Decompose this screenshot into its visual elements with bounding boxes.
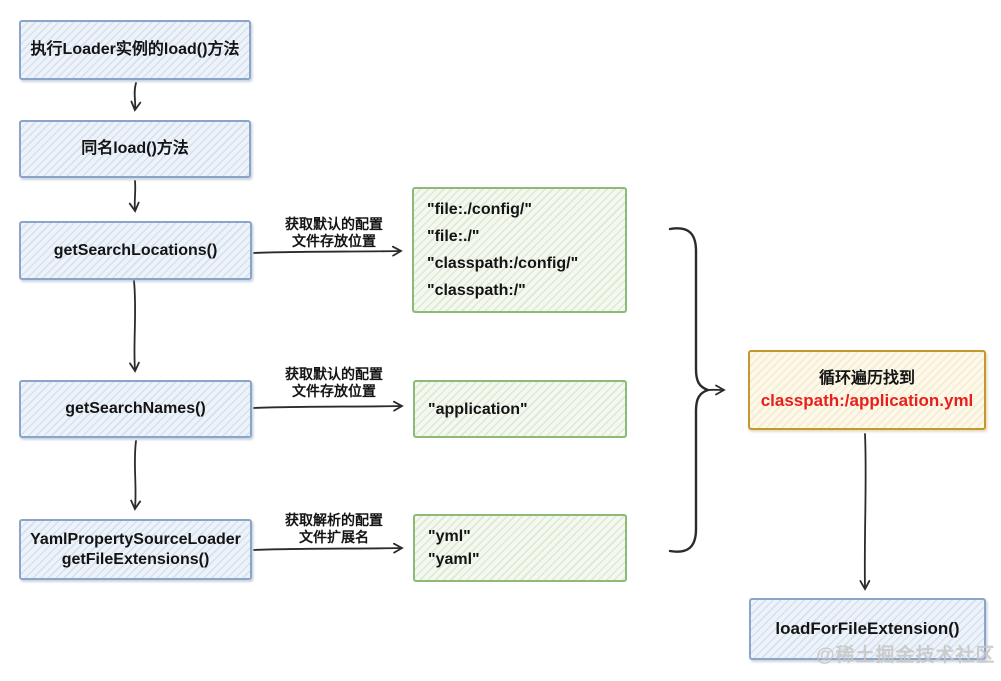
edge-label-extensions-line1: 获取解析的配置 [285, 512, 383, 528]
edge-label-locations: 获取默认的配置 文件存放位置 [262, 216, 406, 250]
location-value: "file:./" [427, 228, 480, 245]
node-load-for-file-extension: loadForFileExtension() [749, 598, 986, 660]
edge-label-extensions-line2: 文件扩展名 [299, 529, 369, 545]
node-load-for-file-extension-label: loadForFileExtension() [775, 619, 960, 638]
edge-label-names: 获取默认的配置 文件存放位置 [262, 366, 406, 400]
node-loop-found: 循环遍历找到 classpath:/application.yml [748, 350, 986, 430]
node-same-name-load: 同名load()方法 [19, 120, 251, 178]
edge-label-names-line1: 获取默认的配置 [285, 366, 383, 382]
edge-label-names-line2: 文件存放位置 [292, 383, 376, 399]
arrow-names-to-result [253, 400, 404, 412]
result-box-extensions: "yml" "yaml" [413, 514, 627, 582]
extension-value: "yml" [428, 528, 471, 545]
node-exec-load-label: 执行Loader实例的load()方法 [30, 41, 240, 58]
arrow-locations-to-names [129, 280, 140, 373]
arrow-extensions-to-result [253, 542, 404, 554]
node-yaml-property-source-loader: YamlPropertySourceLoader getFileExtensio… [19, 519, 252, 580]
node-yaml-loader-line2: getFileExtensions() [61, 550, 210, 568]
name-value: "application" [428, 400, 528, 418]
node-same-name-load-label: 同名load()方法 [81, 140, 189, 157]
arrow-names-to-yamlloader [130, 440, 142, 511]
node-yaml-loader-line1: YamlPropertySourceLoader [30, 530, 241, 548]
result-box-locations: "file:./config/" "file:./" "classpath:/c… [412, 187, 627, 313]
result-box-names: "application" [413, 380, 627, 438]
node-get-search-names-label: getSearchNames() [65, 400, 206, 417]
edge-label-locations-line1: 获取默认的配置 [285, 216, 383, 232]
extension-value: "yaml" [428, 551, 480, 568]
arrow-samename-to-locations [128, 180, 140, 213]
edge-label-extensions: 获取解析的配置 文件扩展名 [262, 512, 406, 546]
node-get-search-locations-label: getSearchLocations() [53, 241, 218, 259]
loop-found-path: classpath:/application.yml [760, 391, 974, 410]
node-exec-load-method: 执行Loader实例的load()方法 [19, 20, 251, 80]
location-value: "file:./config/" [427, 201, 532, 218]
node-get-search-names: getSearchNames() [19, 380, 252, 438]
arrow-exec-to-samename [130, 82, 142, 112]
location-value: "classpath:/" [427, 282, 526, 299]
watermark: @稀土掘金技术社区 [816, 645, 996, 666]
loop-found-title: 循环遍历找到 [818, 370, 915, 387]
location-value: "classpath:/config/" [427, 255, 579, 272]
arrow-loop-to-loadforfileextension [859, 433, 871, 591]
edge-label-locations-line2: 文件存放位置 [292, 233, 376, 249]
arrow-locations-to-result [253, 245, 403, 257]
node-get-search-locations: getSearchLocations() [19, 221, 252, 280]
curly-brace [668, 227, 712, 553]
